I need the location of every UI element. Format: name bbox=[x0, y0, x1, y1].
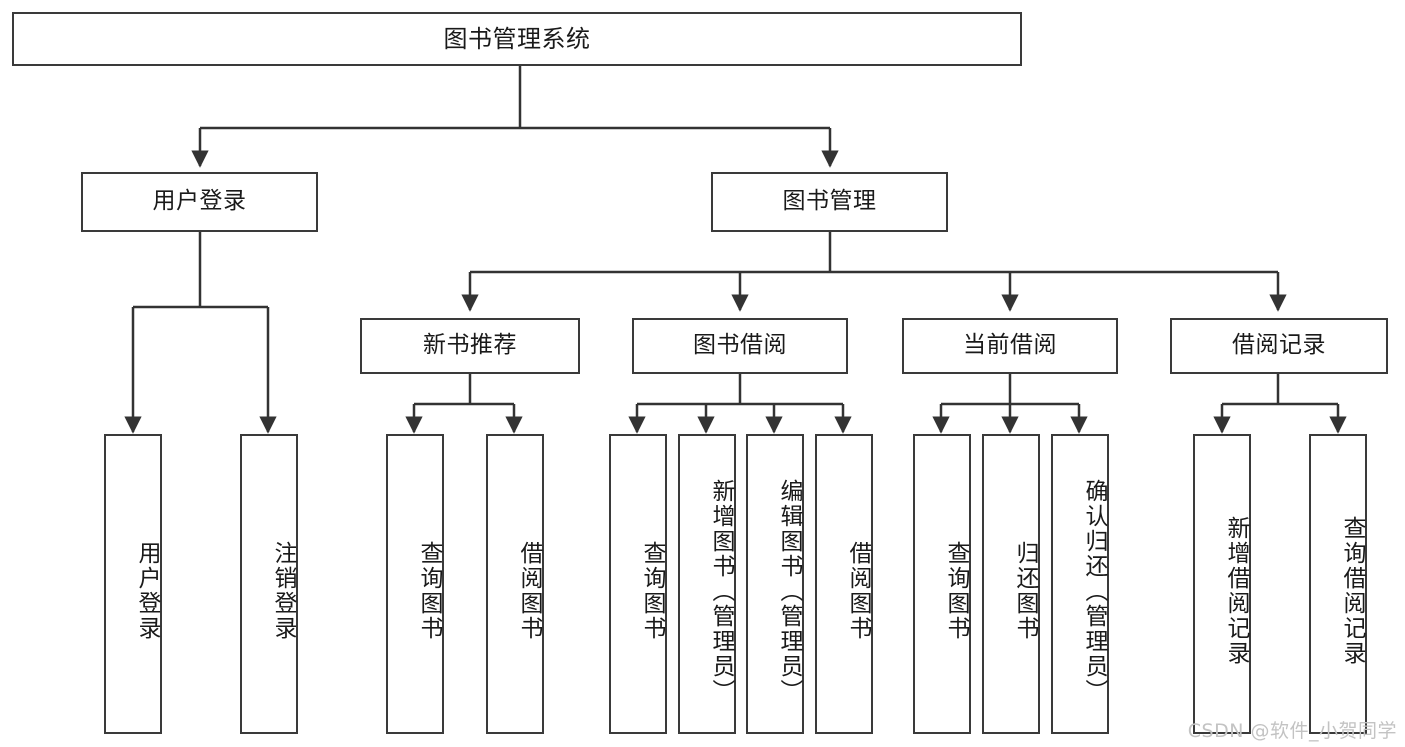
leaf-record-query[interactable]: 查询借阅记录 bbox=[1309, 434, 1367, 734]
node-current-borrow[interactable]: 当前借阅 bbox=[902, 318, 1118, 374]
node-new-book-recommend[interactable]: 新书推荐 bbox=[360, 318, 580, 374]
leaf-user-login-login-label: 用户登录 bbox=[134, 541, 160, 641]
leaf-current-query-book-label: 查询图书 bbox=[943, 541, 969, 641]
leaf-current-confirm-return-label: 确认归还（管理员） bbox=[1081, 478, 1107, 704]
leaf-user-login-logout-label: 注销登录 bbox=[270, 541, 296, 641]
leaf-borrow-add-book[interactable]: 新增图书（管理员） bbox=[678, 434, 736, 734]
leaf-record-add-label: 新增借阅记录 bbox=[1223, 516, 1249, 666]
leaf-borrow-add-book-label: 新增图书（管理员） bbox=[708, 478, 734, 704]
node-book-management[interactable]: 图书管理 bbox=[711, 172, 948, 232]
node-user-login[interactable]: 用户登录 bbox=[81, 172, 318, 232]
leaf-new-book-query[interactable]: 查询图书 bbox=[386, 434, 444, 734]
node-borrow-record[interactable]: 借阅记录 bbox=[1170, 318, 1388, 374]
node-current-borrow-label: 当前借阅 bbox=[963, 332, 1057, 359]
leaf-borrow-edit-book-label: 编辑图书（管理员） bbox=[776, 478, 802, 704]
node-book-borrow-label: 图书借阅 bbox=[693, 332, 787, 359]
leaf-user-login-logout[interactable]: 注销登录 bbox=[240, 434, 298, 734]
node-root-label: 图书管理系统 bbox=[443, 24, 591, 53]
node-root[interactable]: 图书管理系统 bbox=[12, 12, 1022, 66]
leaf-new-book-borrow-label: 借阅图书 bbox=[516, 541, 542, 641]
leaf-current-return-book-label: 归还图书 bbox=[1012, 541, 1038, 641]
leaf-borrow-borrow-book-label: 借阅图书 bbox=[845, 541, 871, 641]
leaf-new-book-query-label: 查询图书 bbox=[416, 541, 442, 641]
leaf-record-query-label: 查询借阅记录 bbox=[1339, 516, 1365, 666]
node-book-management-label: 图书管理 bbox=[782, 188, 877, 215]
leaf-current-confirm-return[interactable]: 确认归还（管理员） bbox=[1051, 434, 1109, 734]
node-borrow-record-label: 借阅记录 bbox=[1232, 332, 1326, 359]
leaf-current-return-book[interactable]: 归还图书 bbox=[982, 434, 1040, 734]
leaf-borrow-edit-book[interactable]: 编辑图书（管理员） bbox=[746, 434, 804, 734]
leaf-record-add[interactable]: 新增借阅记录 bbox=[1193, 434, 1251, 734]
leaf-user-login-login[interactable]: 用户登录 bbox=[104, 434, 162, 734]
leaf-borrow-borrow-book[interactable]: 借阅图书 bbox=[815, 434, 873, 734]
leaf-new-book-borrow[interactable]: 借阅图书 bbox=[486, 434, 544, 734]
node-new-book-recommend-label: 新书推荐 bbox=[423, 332, 517, 359]
node-book-borrow[interactable]: 图书借阅 bbox=[632, 318, 848, 374]
node-user-login-label: 用户登录 bbox=[152, 188, 247, 215]
leaf-borrow-query-book[interactable]: 查询图书 bbox=[609, 434, 667, 734]
leaf-borrow-query-book-label: 查询图书 bbox=[639, 541, 665, 641]
leaf-current-query-book[interactable]: 查询图书 bbox=[913, 434, 971, 734]
